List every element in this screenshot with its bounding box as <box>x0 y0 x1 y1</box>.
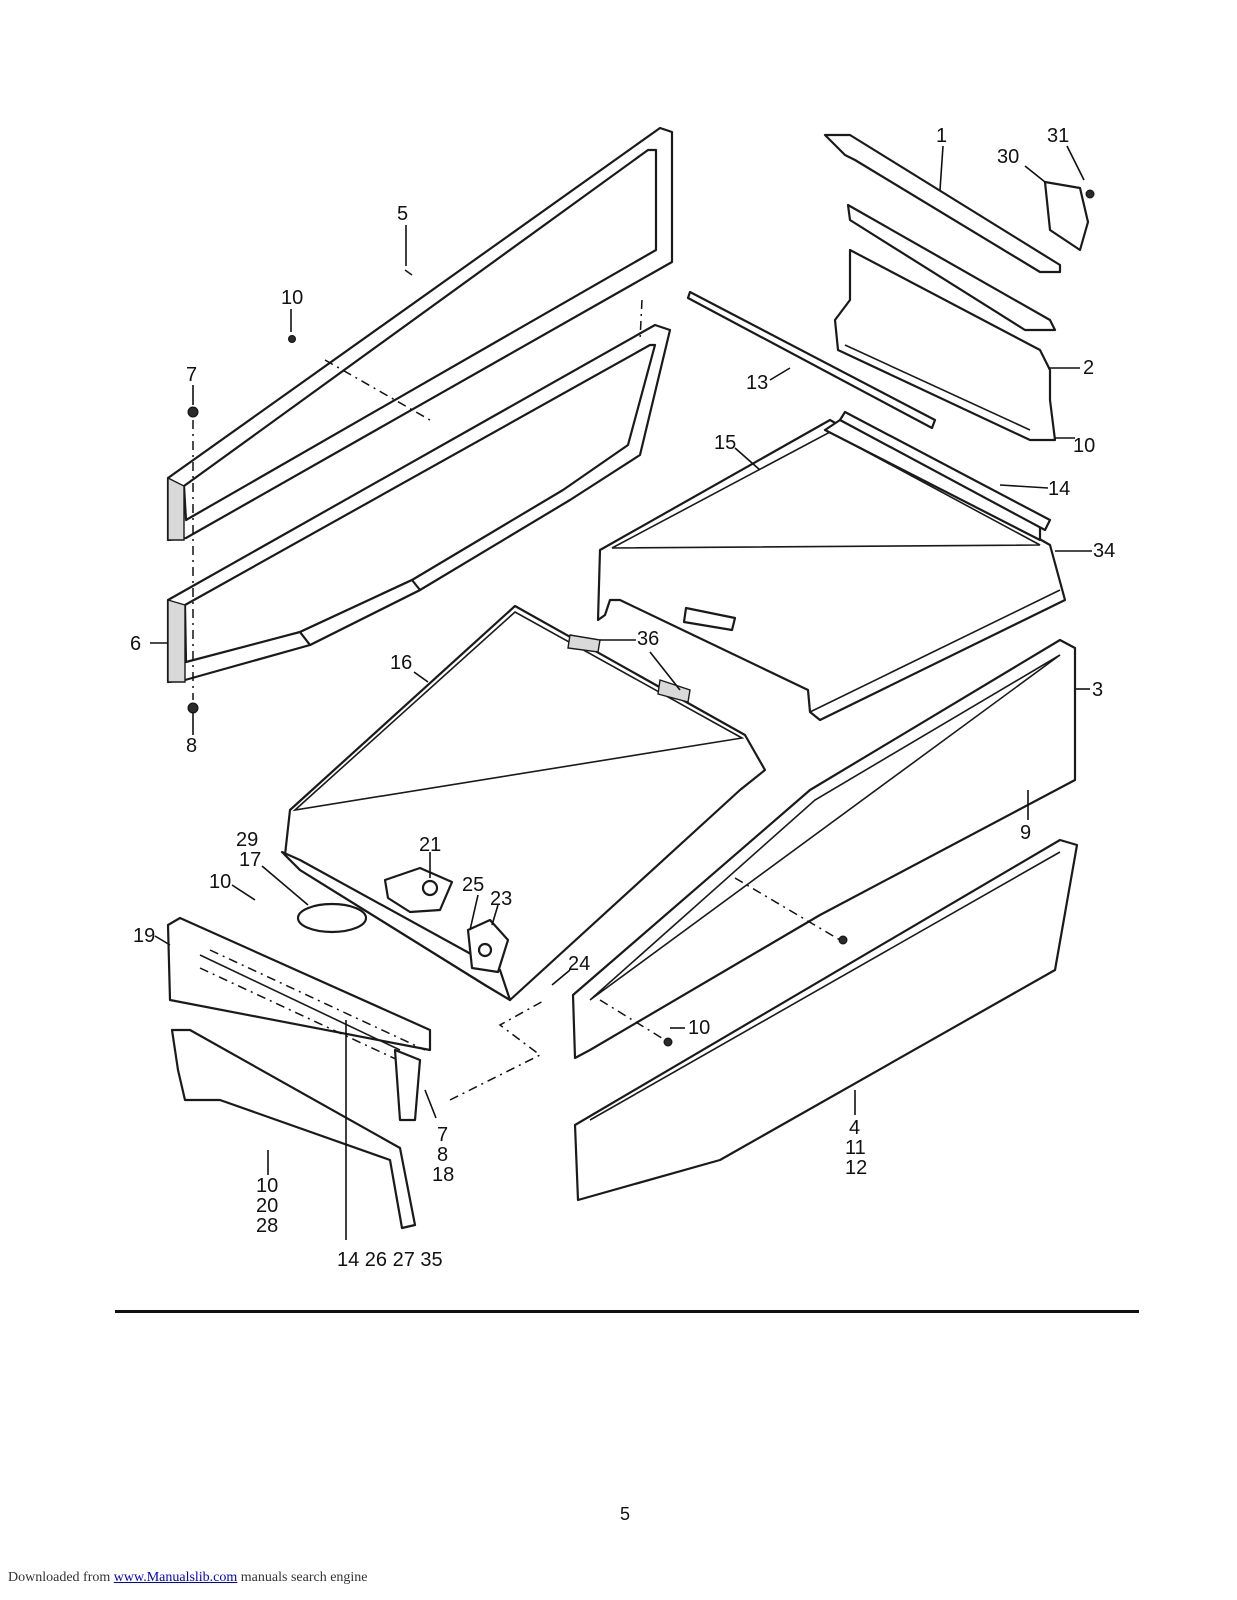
footer-prefix: Downloaded from <box>8 1570 114 1585</box>
callout-10-base: 10 <box>256 1175 278 1197</box>
callout-29: 29 <box>236 829 258 851</box>
callout-36: 36 <box>637 628 659 650</box>
callout-17: 17 <box>239 849 261 871</box>
callout-14-top: 14 <box>1048 478 1070 500</box>
leader-lines <box>150 145 1092 1240</box>
callout-15: 15 <box>714 432 736 454</box>
side-panel-lower-left <box>166 323 672 684</box>
footer-link[interactable]: www.Manualslib.com <box>113 1570 238 1585</box>
callout-20: 20 <box>256 1195 278 1217</box>
callout-14-26-27-35: 14 26 27 35 <box>337 1249 443 1271</box>
callout-10-left: 10 <box>281 287 303 309</box>
callout-7-front: 7 <box>437 1124 448 1146</box>
hinge-top <box>838 410 1052 532</box>
callout-11: 11 <box>845 1137 866 1159</box>
callout-3: 3 <box>1092 679 1103 701</box>
page-rule <box>115 1310 1139 1313</box>
callout-21: 21 <box>419 834 441 856</box>
callout-10-right: 10 <box>688 1017 710 1039</box>
callout-6: 6 <box>130 633 141 655</box>
footer-suffix: manuals search engine <box>237 1570 368 1585</box>
callout-12: 12 <box>845 1157 867 1179</box>
callout-10-panel: 10 <box>1073 435 1095 457</box>
callout-labels: 1 31 30 2 10 5 10 13 7 15 14 34 6 36 16 … <box>130 125 1115 1271</box>
callout-34: 34 <box>1093 540 1115 562</box>
front-hinge-panel <box>166 916 432 1069</box>
callout-28: 28 <box>256 1215 278 1237</box>
callout-7-top: 7 <box>186 364 197 386</box>
callout-9: 9 <box>1020 822 1031 844</box>
callout-8-bottom: 8 <box>186 735 197 757</box>
callout-30: 30 <box>997 146 1019 168</box>
assembly-guides <box>324 299 841 1101</box>
base-bracket <box>170 1028 422 1230</box>
callout-10-front: 10 <box>209 871 231 893</box>
page-number: 5 <box>619 1504 630 1524</box>
callout-19: 19 <box>133 925 155 947</box>
callout-4: 4 <box>849 1117 860 1139</box>
rear-bracket-assembly <box>823 133 1095 442</box>
callout-18: 18 <box>432 1164 454 1186</box>
rod <box>686 290 937 430</box>
side-panel-lower-right <box>573 838 1079 1202</box>
side-panel-upper-left <box>166 126 674 542</box>
callout-23: 23 <box>490 888 512 910</box>
fastener-left <box>187 335 296 714</box>
rear-top-cover <box>596 418 1067 722</box>
callout-8-front: 8 <box>437 1144 448 1166</box>
latch-assembly <box>296 866 510 974</box>
callout-2: 2 <box>1083 357 1094 379</box>
callout-13: 13 <box>746 372 768 394</box>
callout-1: 1 <box>936 125 947 147</box>
callout-31: 31 <box>1047 125 1069 147</box>
side-panel-upper-right <box>571 638 1077 1060</box>
footer-credit: Downloaded from www.Manualslib.com manua… <box>8 1570 368 1586</box>
callout-24: 24 <box>568 953 590 975</box>
callout-25: 25 <box>462 874 484 896</box>
callout-16: 16 <box>390 652 412 674</box>
callout-5: 5 <box>397 203 408 225</box>
